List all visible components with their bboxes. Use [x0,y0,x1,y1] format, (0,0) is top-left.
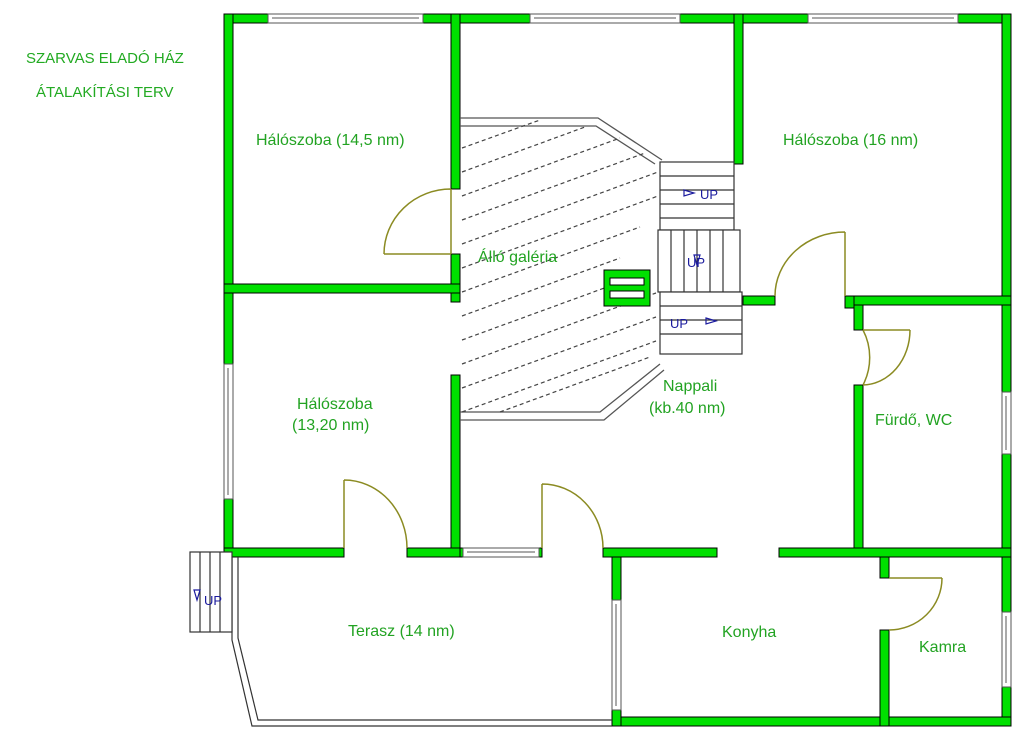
windows [223,13,1012,711]
stair-up-label-4: UP [204,593,222,608]
wall-bedroom2-notch [844,295,855,309]
wall-south-1 [223,547,345,558]
wall-gallery-left-lower [450,374,461,558]
wall-bedroom2-bottom-right [844,295,1012,306]
stair-up-label-3: UP [670,316,688,331]
room-living-name: Nappali [663,378,717,395]
stair-up-label-1: UP [700,187,718,202]
wall-south-5 [778,547,1012,558]
door-pantry [888,577,943,631]
gallery-outline [460,117,665,421]
room-bedroom-3-area: (13,20 nm) [292,417,369,434]
room-living-area: (kb.40 nm) [649,400,725,417]
door-bedroom1 [383,188,452,255]
stair-arrow-icon [693,254,701,268]
stair-arrow-icon [705,317,719,325]
up-markers: UP UP UP UP [193,187,719,608]
wall-bedroom2-bottom-left [742,295,776,306]
wall-gallery-left-mid [450,253,461,303]
stair-upper [659,161,735,231]
wall-south-4 [602,547,718,558]
room-terrace: Terasz (14 nm) [348,623,455,640]
plan-title: SZARVAS ELADÓ HÁZ [26,50,184,67]
doors [343,188,943,631]
terrace-outline [231,557,612,727]
room-labels: Hálószoba (14,5 nm) Hálószoba (16 nm) Ál… [256,132,966,656]
room-gallery: Álló galéria [478,247,557,266]
door-bath [862,329,911,386]
wall-south-2 [406,547,461,558]
terrace-step [189,551,233,633]
wall-bath-left-lower [853,384,864,558]
door-living [541,483,604,549]
stair-lower [659,291,743,355]
plan-subtitle: ÁTALAKÍTÁSI TERV [36,84,174,101]
stair-arrow-icon [683,189,697,197]
staircase [189,161,743,633]
room-kitchen: Konyha [722,624,776,641]
room-pantry: Kamra [919,639,966,656]
wall-bedroom2-left [733,13,744,165]
wall-bottom [611,716,1012,727]
wall-pantry-left-lower [879,629,890,727]
wall-gallery-left-upper [450,13,461,190]
gallery-railing [603,269,651,307]
wall-bedrooms-divider [223,283,461,294]
door-bedroom3 [343,479,408,549]
stair-arrow-icon [193,589,201,603]
room-bath: Fürdő, WC [875,412,952,429]
room-bedroom-3-name: Hálószoba [297,396,373,413]
room-bedroom-1: Hálószoba (14,5 nm) [256,132,405,149]
gallery-hatch [461,119,659,413]
room-bedroom-2: Hálószoba (16 nm) [783,132,918,149]
door-bedroom2 [774,231,846,297]
